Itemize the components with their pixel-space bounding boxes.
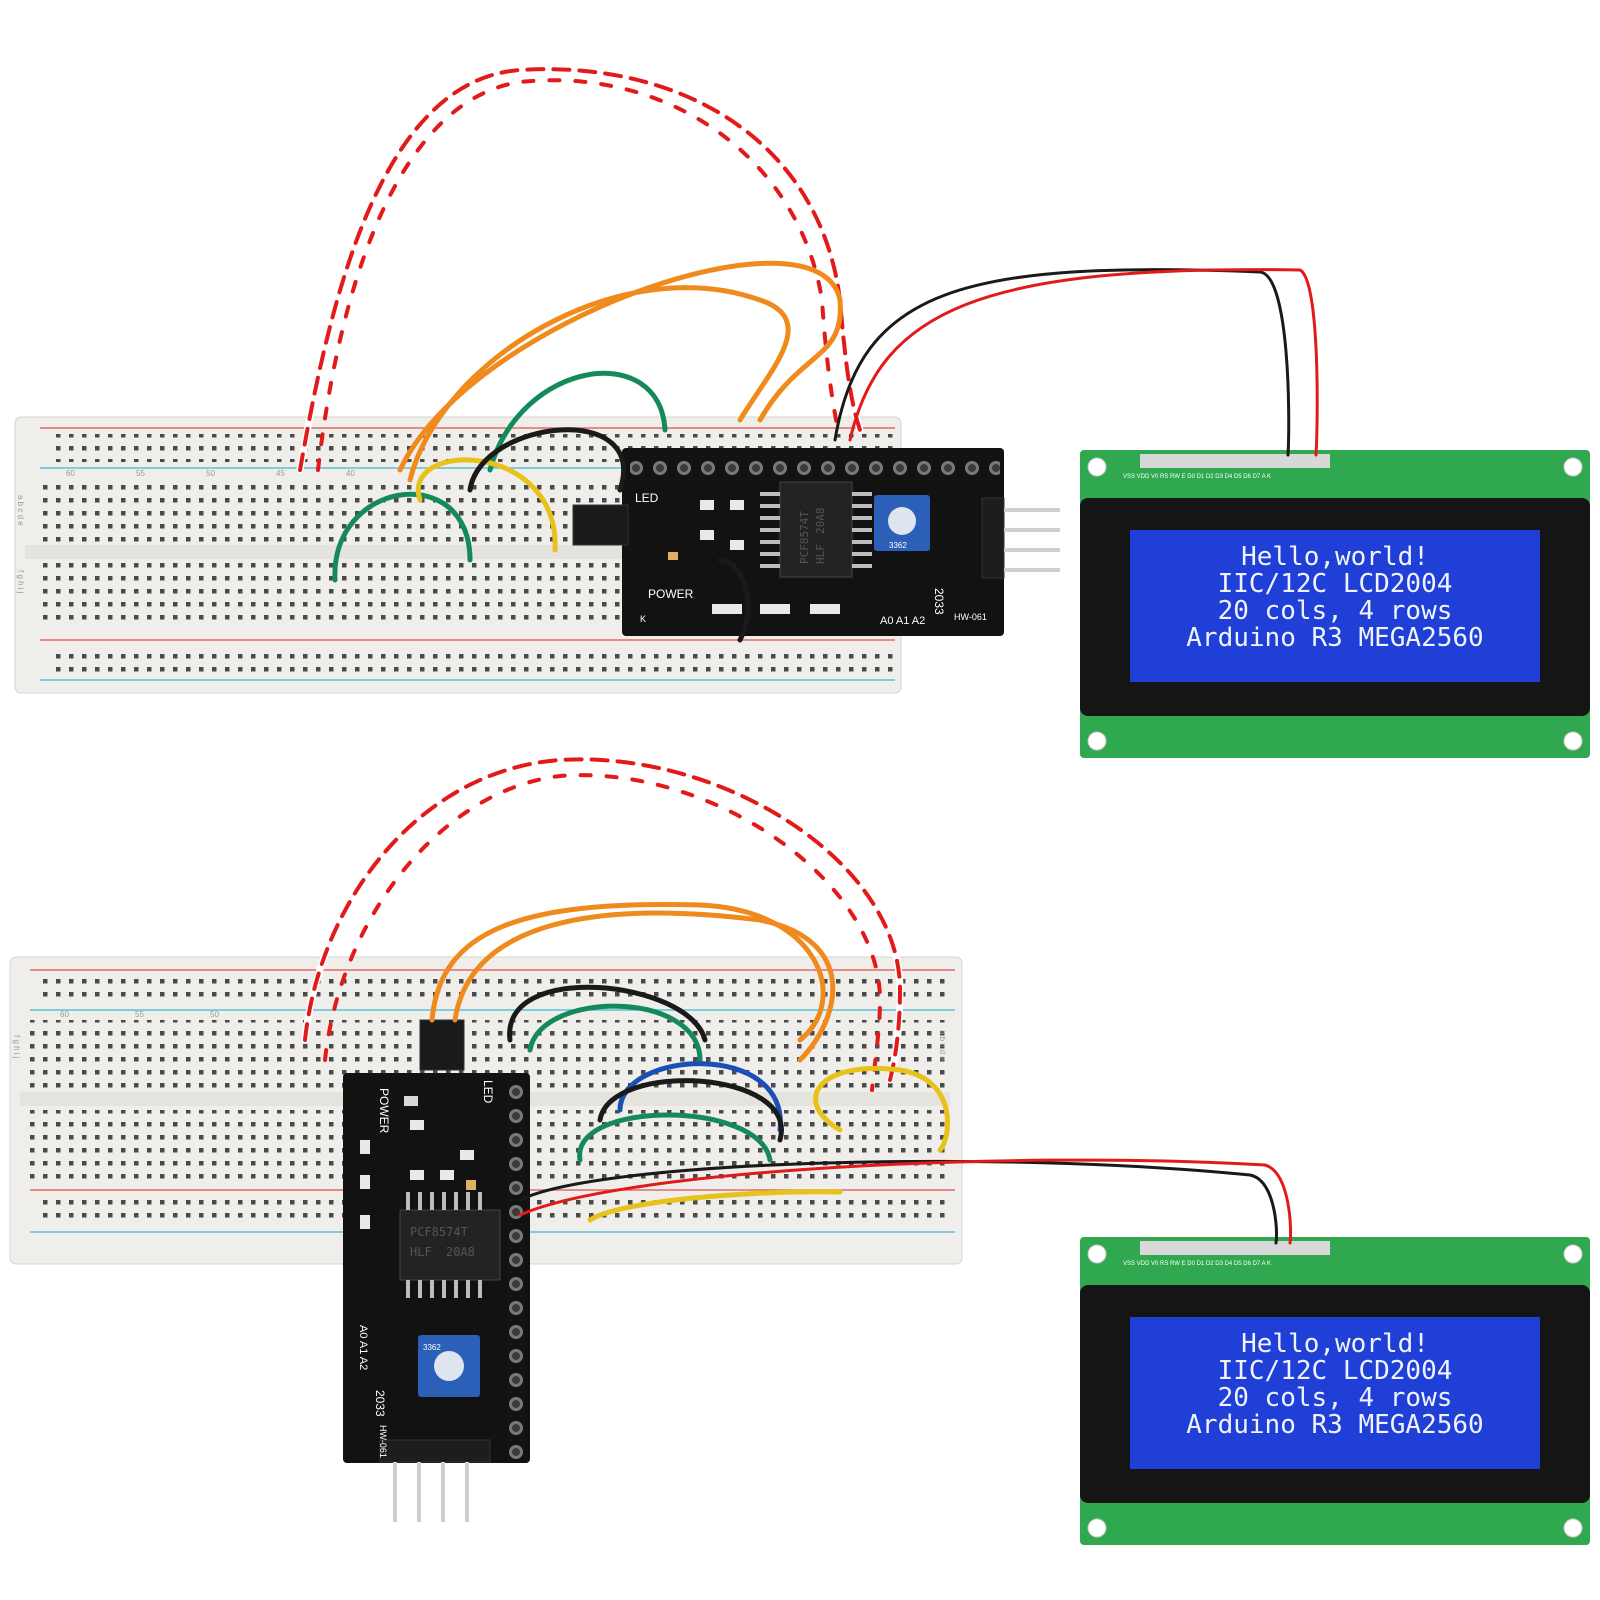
top-i2c-module: PCF8574T HLF 20A8 3362 LED POWER K A0 A1… <box>572 448 1060 636</box>
lcd-screen <box>1130 1317 1540 1469</box>
pcf8574t-chip <box>779 481 853 578</box>
bb-col-55: 55 <box>135 1010 144 1019</box>
twisted-wire-red <box>298 67 862 472</box>
twisted-wire-white <box>296 65 864 474</box>
top-lcd: VSS VDD V0 RS RW E D0 D1 D2 D3 D4 D5 D6 … <box>1080 450 1590 758</box>
twisted-wire-red <box>303 757 903 1082</box>
pin-header-4 <box>1004 508 1060 572</box>
lcd-line-3: 20 cols, 4 rows <box>1218 1383 1453 1413</box>
chip-marking-1: PCF8574T <box>798 511 811 564</box>
lcd-line-3: 20 cols, 4 rows <box>1218 596 1453 626</box>
bottom-assembly: 60 55 50 a b c d e f g h i j <box>9 755 1590 1545</box>
orange-wire-1 <box>429 902 826 1043</box>
bb-col-50: 50 <box>206 469 215 478</box>
lcd-pin-pads <box>1140 454 1330 468</box>
green-wire-2 <box>577 1112 773 1163</box>
pot-code: 3362 <box>889 541 907 550</box>
pin-header-4 <box>393 1462 469 1522</box>
black-wire-2 <box>597 1078 784 1143</box>
pcf8574t-chip <box>399 1209 501 1281</box>
lcd-line-1: Hello,world! <box>1241 1329 1429 1359</box>
top-wires <box>296 65 1319 643</box>
led-label: LED <box>635 491 659 505</box>
k-label: K <box>640 614 646 624</box>
orange-wire-2 <box>452 910 836 1063</box>
bb-col-55: 55 <box>136 469 145 478</box>
chip-marking-1: PCF8574T <box>410 1225 468 1239</box>
pot-code: 3362 <box>423 1343 441 1352</box>
bottom-i2c-module: PCF8574T HLF 20A8 3362 LED POWER A0 A1 A… <box>343 1019 530 1522</box>
date-code: 2033 <box>932 588 946 615</box>
twisted-wire-red-2 <box>316 78 840 472</box>
bb-row-letters-top: a b c d e <box>16 495 25 526</box>
green-wire-2 <box>332 491 473 583</box>
green-wire-1 <box>487 370 668 473</box>
twisted-wire-red-2 <box>323 773 883 1092</box>
bb-row-letters-bottom: f g h i j <box>16 570 25 594</box>
chip-marking-2: HLF <box>814 544 827 564</box>
yellow-wire-1 <box>813 1066 950 1153</box>
addr-labels: A0 A1 A2 <box>880 615 925 627</box>
bb-row-letters-bottom: f g h i j <box>12 1035 21 1059</box>
black-wire-1 <box>507 984 708 1043</box>
power-label: POWER <box>377 1088 391 1134</box>
lcd-pin-labels: VSS VDD V0 RS RW E D0 D1 D2 D3 D4 D5 D6 … <box>1123 474 1271 480</box>
top-assembly: 60 55 50 45 40 a b c d e f g h i j <box>14 65 1590 758</box>
power-led <box>404 1096 418 1106</box>
bb-col-40: 40 <box>346 469 355 478</box>
pot-knob[interactable] <box>888 507 916 535</box>
bb-col-60: 60 <box>60 1010 69 1019</box>
backlight-jumper <box>572 504 629 546</box>
chip-marking-2: HLF <box>410 1245 432 1259</box>
lcd-pin-pads <box>1140 1241 1330 1255</box>
date-code: 2033 <box>373 1390 387 1417</box>
backlight-jumper <box>419 1019 465 1071</box>
header-pins <box>630 455 1000 479</box>
bb-col-60: 60 <box>66 469 75 478</box>
green-wire-1 <box>527 1003 703 1063</box>
lcd-line-2: IIC/12C LCD2004 <box>1218 569 1453 599</box>
lcd-power-black <box>833 268 1291 457</box>
lcd-screen <box>1130 530 1540 682</box>
pot-knob[interactable] <box>434 1351 464 1381</box>
model-label: HW-061 <box>378 1425 388 1458</box>
bottom-lcd: VSS VDD V0 RS RW E D0 D1 D2 D3 D4 D5 D6 … <box>1080 1237 1590 1545</box>
yellow-wire-2 <box>587 1189 843 1223</box>
led-label: LED <box>481 1080 495 1104</box>
bb-col-50: 50 <box>210 1010 219 1019</box>
power-label: POWER <box>648 587 694 601</box>
bottom-wires <box>301 755 1293 1245</box>
bb-row-letters-top: a b c d e <box>938 1030 947 1061</box>
lcd-line-1: Hello,world! <box>1241 542 1429 572</box>
lcd-line-2: IIC/12C LCD2004 <box>1218 1356 1453 1386</box>
addr-labels: A0 A1 A2 <box>357 1325 369 1370</box>
orange-wire-2 <box>397 260 843 473</box>
power-led <box>668 552 678 560</box>
lcd-power-red <box>518 1158 1293 1245</box>
model-label: HW-061 <box>954 612 987 622</box>
header-pins <box>506 1080 530 1460</box>
chip-marking-3: 20A8 <box>446 1245 475 1259</box>
lcd-line-4: Arduino R3 MEGA2560 <box>1186 1410 1483 1440</box>
lcd-line-4: Arduino R3 MEGA2560 <box>1186 623 1483 653</box>
bb-col-45: 45 <box>276 469 285 478</box>
lcd-pin-labels: VSS VDD V0 RS RW E D0 D1 D2 D3 D4 D5 D6 … <box>1123 1261 1271 1267</box>
black-wire-2 <box>717 557 751 643</box>
black-wire-1 <box>467 427 626 493</box>
lcd-power-red <box>848 268 1319 457</box>
chip-marking-3: 20A8 <box>814 508 827 535</box>
